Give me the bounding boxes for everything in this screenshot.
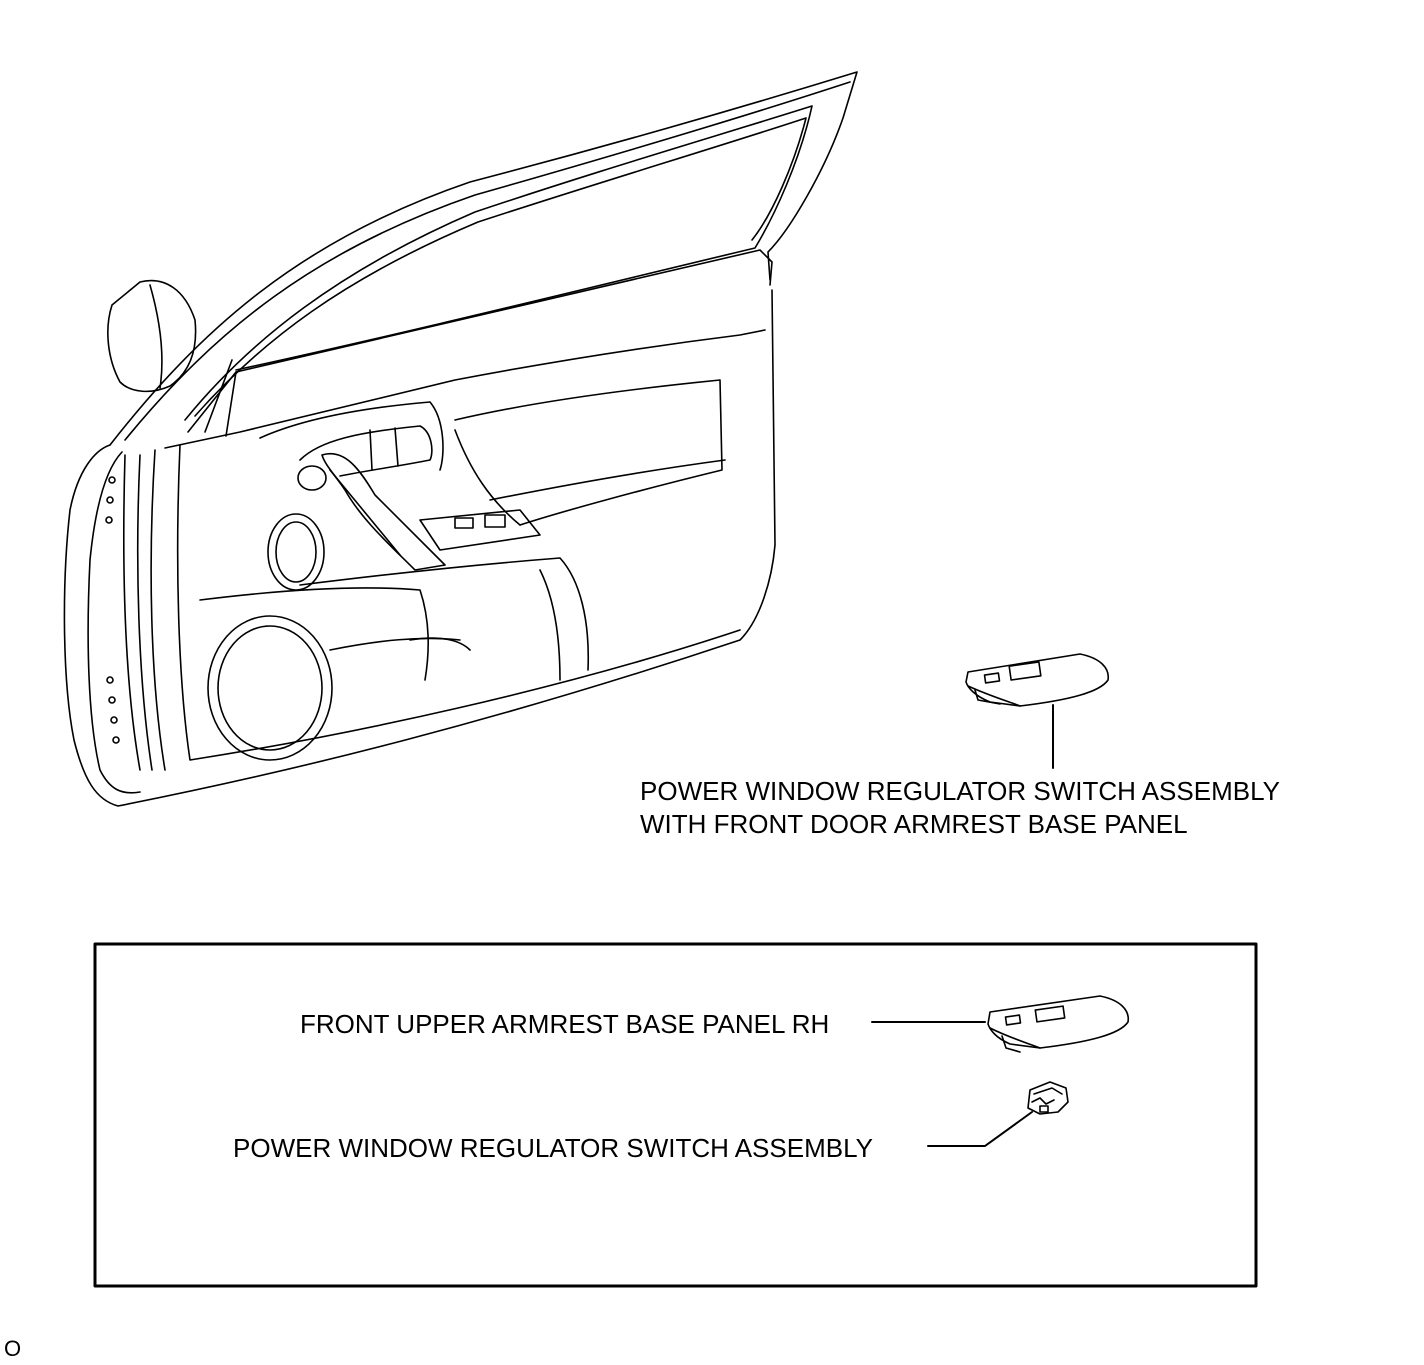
panel-callout-label: FRONT UPPER ARMREST BASE PANEL RH	[300, 1009, 830, 1039]
inset-frame	[93, 942, 1258, 1288]
figure-code: O	[4, 1336, 22, 1361]
main-callout-label-line1: POWER WINDOW REGULATOR SWITCH ASSEMBLY	[640, 776, 1280, 806]
switch-callout-leader	[927, 1111, 1033, 1147]
armrest-base-panel-illustration	[987, 995, 1129, 1053]
switch-callout-label: POWER WINDOW REGULATOR SWITCH ASSEMBLY	[233, 1133, 873, 1163]
main-callout-label-line2: WITH FRONT DOOR ARMREST BASE PANEL	[640, 809, 1188, 839]
switch-with-armrest-panel-illustration	[965, 653, 1109, 707]
front-door-illustration	[63, 71, 858, 807]
window-switch-illustration	[1027, 1081, 1069, 1115]
